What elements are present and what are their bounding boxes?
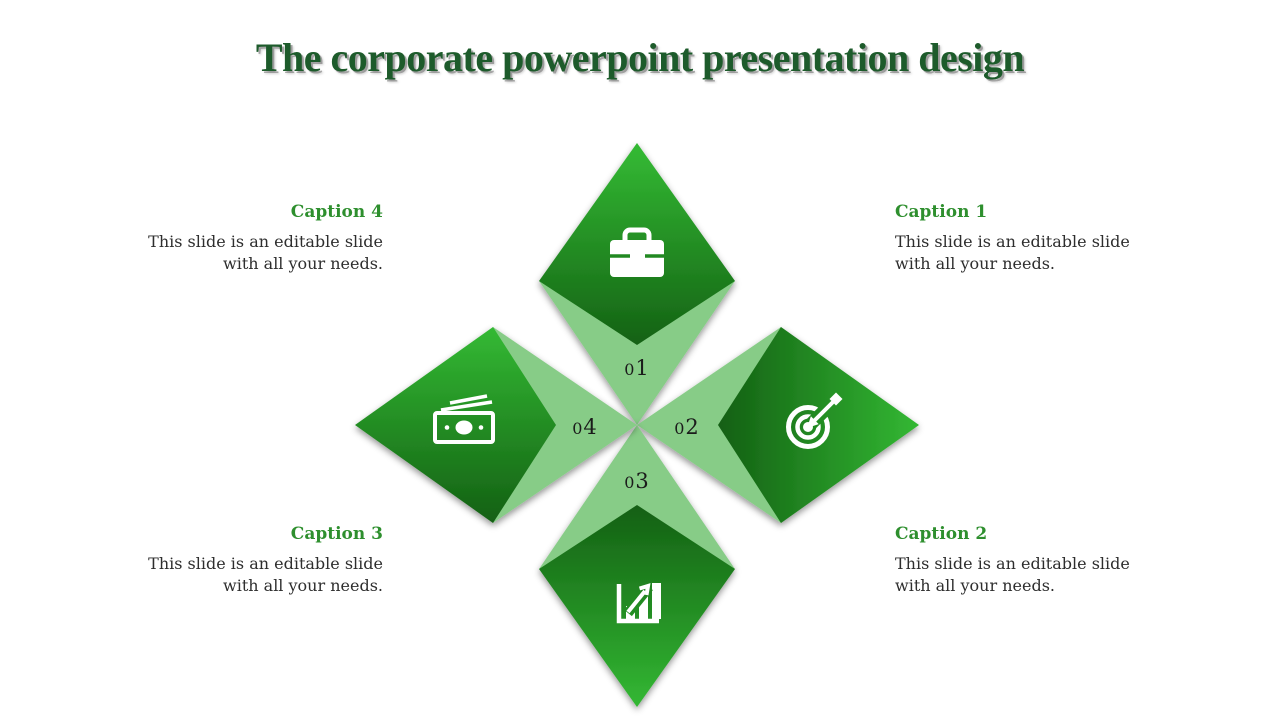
bar-chart-icon (616, 583, 661, 624)
target-icon (786, 392, 843, 449)
caption-3-body: This slide is an editable slide with all… (148, 554, 383, 595)
step-number-01: 01 (624, 356, 650, 380)
caption-4-title: Caption 4 (290, 202, 383, 222)
step-number-02: 02 (674, 415, 700, 439)
step-number-04: 04 (572, 415, 598, 439)
slide-title: The corporate powerpoint presentation de… (255, 35, 1025, 80)
briefcase-icon (610, 227, 664, 277)
caption-1-body: This slide is an editable slide with all… (895, 232, 1130, 273)
diamond-unit-03 (539, 425, 735, 707)
arrow-shape-04 (493, 327, 637, 523)
caption-block-3: Caption 3 This slide is an editable slid… (123, 524, 383, 597)
caption-2-title: Caption 2 (895, 524, 988, 544)
diamond-unit-01 (539, 143, 735, 425)
caption-3-title: Caption 3 (290, 524, 383, 544)
money-icon (433, 394, 495, 444)
caption-block-1: Caption 1 This slide is an editable slid… (895, 202, 1155, 275)
caption-4-body: This slide is an editable slide with all… (148, 232, 383, 273)
caption-2-body: This slide is an editable slide with all… (895, 554, 1130, 595)
caption-block-4: Caption 4 This slide is an editable slid… (123, 202, 383, 275)
arrow-shape-01 (539, 281, 735, 425)
diamond-shape-04 (355, 327, 556, 523)
diamond-unit-02 (637, 327, 919, 523)
arrow-shape-03 (539, 425, 735, 569)
arrow-shape-02 (637, 327, 781, 523)
caption-block-2: Caption 2 This slide is an editable slid… (895, 524, 1155, 597)
step-number-03: 03 (624, 469, 650, 493)
caption-1-title: Caption 1 (895, 202, 988, 222)
diamond-unit-04 (355, 327, 637, 523)
